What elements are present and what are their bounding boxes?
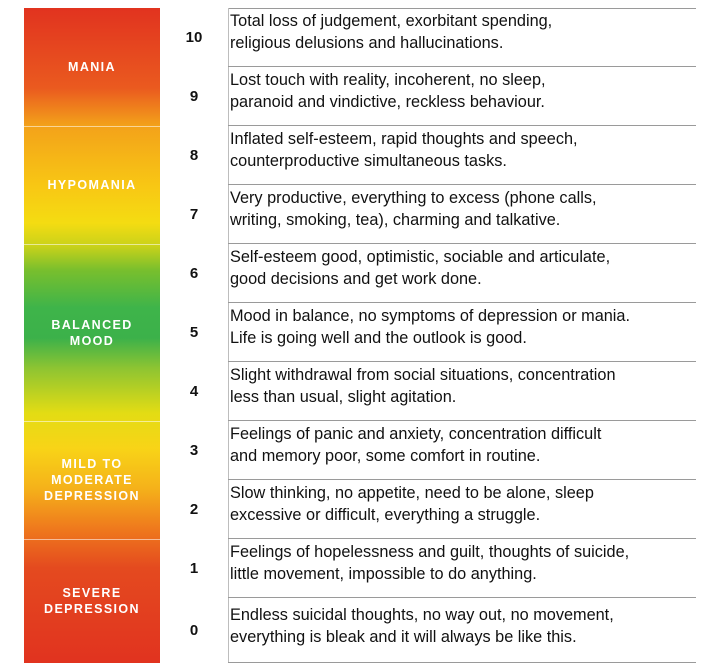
column-divider (228, 539, 229, 598)
score-description: Slow thinking, no appetite, need to be a… (230, 484, 594, 524)
score-description: Feelings of panic and anxiety, concentra… (230, 425, 602, 465)
score-number: 9 (189, 88, 199, 105)
row-divider (228, 538, 696, 539)
column-divider (228, 8, 229, 67)
mood-scale-chart: MANIA HYPOMANIA BALANCED MOOD MILD TO MO… (24, 8, 696, 663)
table-row: 10 Total loss of judgement, exorbitant s… (160, 8, 696, 67)
row-divider (228, 243, 696, 244)
band-divider (24, 126, 160, 127)
band-label: BALANCED MOOD (51, 317, 133, 348)
band-divider (24, 539, 160, 540)
band-mild-moderate-depression: MILD TO MODERATE DEPRESSION (24, 421, 160, 539)
score-number: 7 (189, 206, 199, 223)
score-description: Endless suicidal thoughts, no way out, n… (230, 606, 614, 646)
table-row: 1 Feelings of hopelessness and guilt, th… (160, 539, 696, 598)
table-row: 7 Very productive, everything to excess … (160, 185, 696, 244)
row-divider (228, 66, 696, 67)
score-number: 10 (185, 29, 203, 46)
score-number: 6 (189, 265, 199, 282)
table-row: 3 Feelings of panic and anxiety, concent… (160, 421, 696, 480)
band-divider (24, 244, 160, 245)
score-number: 2 (189, 501, 199, 518)
row-divider (228, 361, 696, 362)
table-row: 2 Slow thinking, no appetite, need to be… (160, 480, 696, 539)
table-row: 6 Self-esteem good, optimistic, sociable… (160, 244, 696, 303)
row-divider (228, 662, 696, 663)
table-row: 5 Mood in balance, no symptoms of depres… (160, 303, 696, 362)
table-row: 8 Inflated self-esteem, rapid thoughts a… (160, 126, 696, 185)
score-description: Slight withdrawal from social situations… (230, 366, 616, 406)
table-row: 9 Lost touch with reality, incoherent, n… (160, 67, 696, 126)
column-divider (228, 303, 229, 362)
band-label: HYPOMANIA (47, 178, 137, 192)
column-divider (228, 598, 229, 663)
row-divider (228, 302, 696, 303)
score-description: Lost touch with reality, incoherent, no … (230, 71, 546, 111)
band-balanced-mood: BALANCED MOOD (24, 244, 160, 421)
score-number: 4 (189, 383, 199, 400)
table-row: 0 Endless suicidal thoughts, no way out,… (160, 598, 696, 663)
score-description: Total loss of judgement, exorbitant spen… (230, 12, 553, 52)
band-mania: MANIA (24, 8, 160, 126)
column-divider (228, 126, 229, 185)
score-description: Self-esteem good, optimistic, sociable a… (230, 248, 611, 288)
score-number: 0 (189, 622, 199, 639)
score-number: 5 (189, 324, 199, 341)
column-divider (228, 67, 229, 126)
row-divider (228, 184, 696, 185)
row-divider (228, 597, 696, 598)
table-row: 4 Slight withdrawal from social situatio… (160, 362, 696, 421)
column-divider (228, 244, 229, 303)
band-severe-depression: SEVERE DEPRESSION (24, 539, 160, 663)
band-label: MANIA (68, 60, 116, 74)
score-number: 3 (189, 442, 199, 459)
row-divider (228, 420, 696, 421)
score-description: Very productive, everything to excess (p… (230, 189, 597, 229)
score-description: Inflated self-esteem, rapid thoughts and… (230, 130, 578, 170)
table-top-border (228, 8, 696, 9)
band-hypomania: HYPOMANIA (24, 126, 160, 244)
band-divider (24, 421, 160, 422)
band-label: MILD TO MODERATE DEPRESSION (44, 457, 140, 503)
row-divider (228, 125, 696, 126)
score-number: 1 (189, 560, 199, 577)
mood-gradient-column (24, 8, 160, 663)
column-divider (228, 362, 229, 421)
score-description: Mood in balance, no symptoms of depressi… (230, 307, 631, 347)
band-label: SEVERE DEPRESSION (44, 586, 140, 616)
column-divider (228, 421, 229, 480)
score-number: 8 (189, 147, 199, 164)
score-description: Feelings of hopelessness and guilt, thou… (230, 543, 630, 583)
row-divider (228, 479, 696, 480)
column-divider (228, 480, 229, 539)
column-divider (228, 185, 229, 244)
